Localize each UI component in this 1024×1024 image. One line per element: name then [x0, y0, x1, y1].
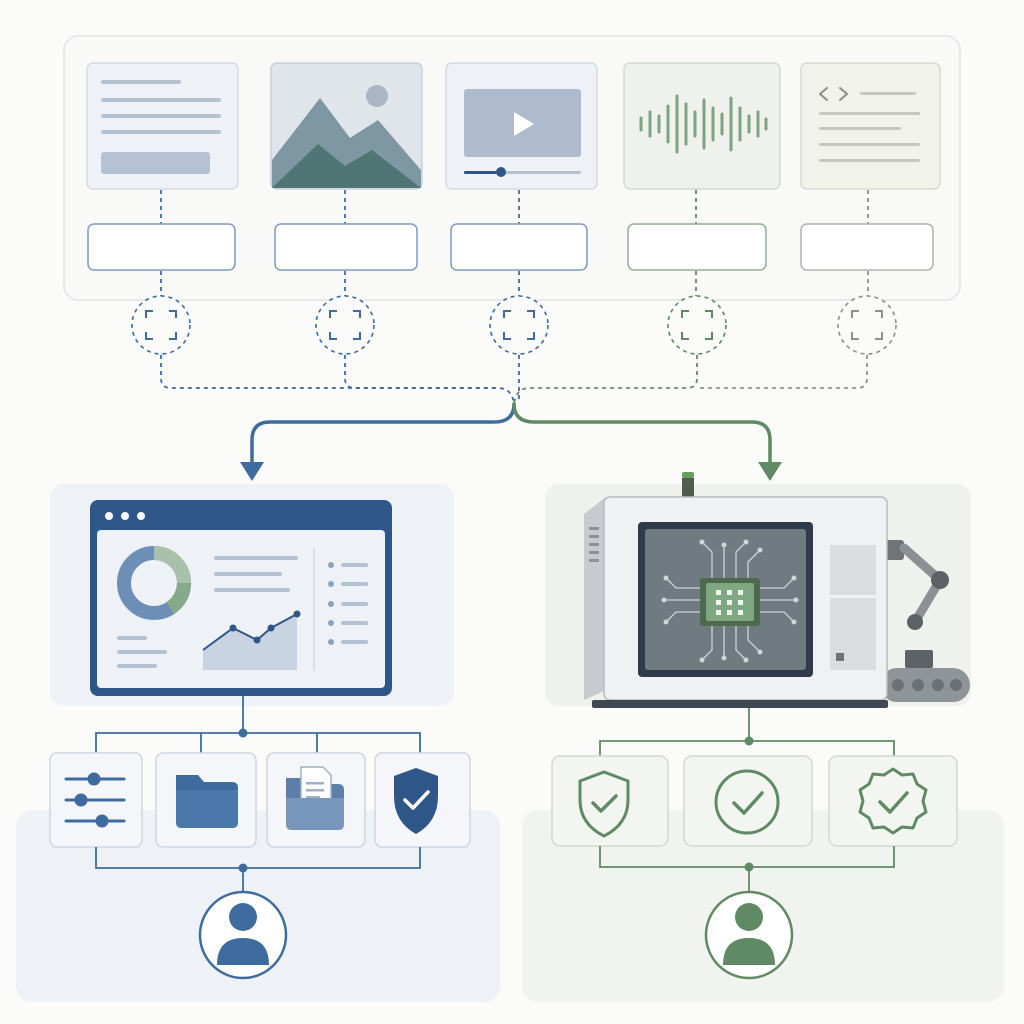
video-label-box	[450, 223, 588, 271]
video-player-icon	[464, 89, 581, 177]
software-tool-cards	[49, 752, 471, 848]
image-label-box	[274, 223, 418, 271]
mountain-image-icon	[272, 85, 421, 188]
input-label-boxes	[87, 223, 934, 271]
badge-check-icon	[858, 767, 928, 835]
merge-connectors	[160, 355, 868, 405]
focus-frame-icon	[489, 295, 549, 355]
shield-check-icon	[578, 770, 630, 838]
dashboard-window-icon	[90, 500, 392, 696]
text-label-box	[87, 223, 236, 271]
audio-card	[623, 62, 781, 190]
folder-icon	[176, 775, 238, 828]
focus-frame-icon	[315, 295, 375, 355]
code-document-icon	[819, 87, 920, 162]
focus-frame-icon	[837, 295, 897, 355]
focus-frame-icon	[131, 295, 191, 355]
audio-label-box	[627, 223, 767, 271]
arrow-to-software	[250, 402, 516, 464]
text-document-icon	[101, 80, 221, 174]
circle-check-icon	[714, 769, 780, 835]
card-to-label-connectors	[160, 190, 869, 224]
code-label-box	[800, 223, 934, 271]
user-avatar-icon	[704, 890, 794, 980]
image-card	[270, 62, 423, 190]
arrow-to-physical	[512, 402, 772, 464]
video-card	[445, 62, 598, 190]
focus-circles	[131, 295, 897, 355]
user-avatar-icon	[198, 890, 288, 980]
document-folder-icon	[286, 766, 344, 830]
focus-frame-icon	[667, 295, 727, 355]
shield-check-icon	[394, 768, 438, 834]
audio-waveform-icon	[639, 94, 768, 154]
split-arrows	[250, 402, 772, 464]
arrowhead-right	[758, 462, 782, 481]
robot-machine-chip-icon	[584, 472, 970, 708]
physical-check-connectors	[599, 708, 895, 756]
sliders-icon	[64, 772, 126, 828]
software-tool-connectors	[95, 696, 421, 753]
physical-check-cards	[551, 755, 958, 847]
arrowhead-left	[240, 462, 264, 481]
text-document-card	[86, 62, 239, 190]
code-card	[800, 62, 941, 190]
